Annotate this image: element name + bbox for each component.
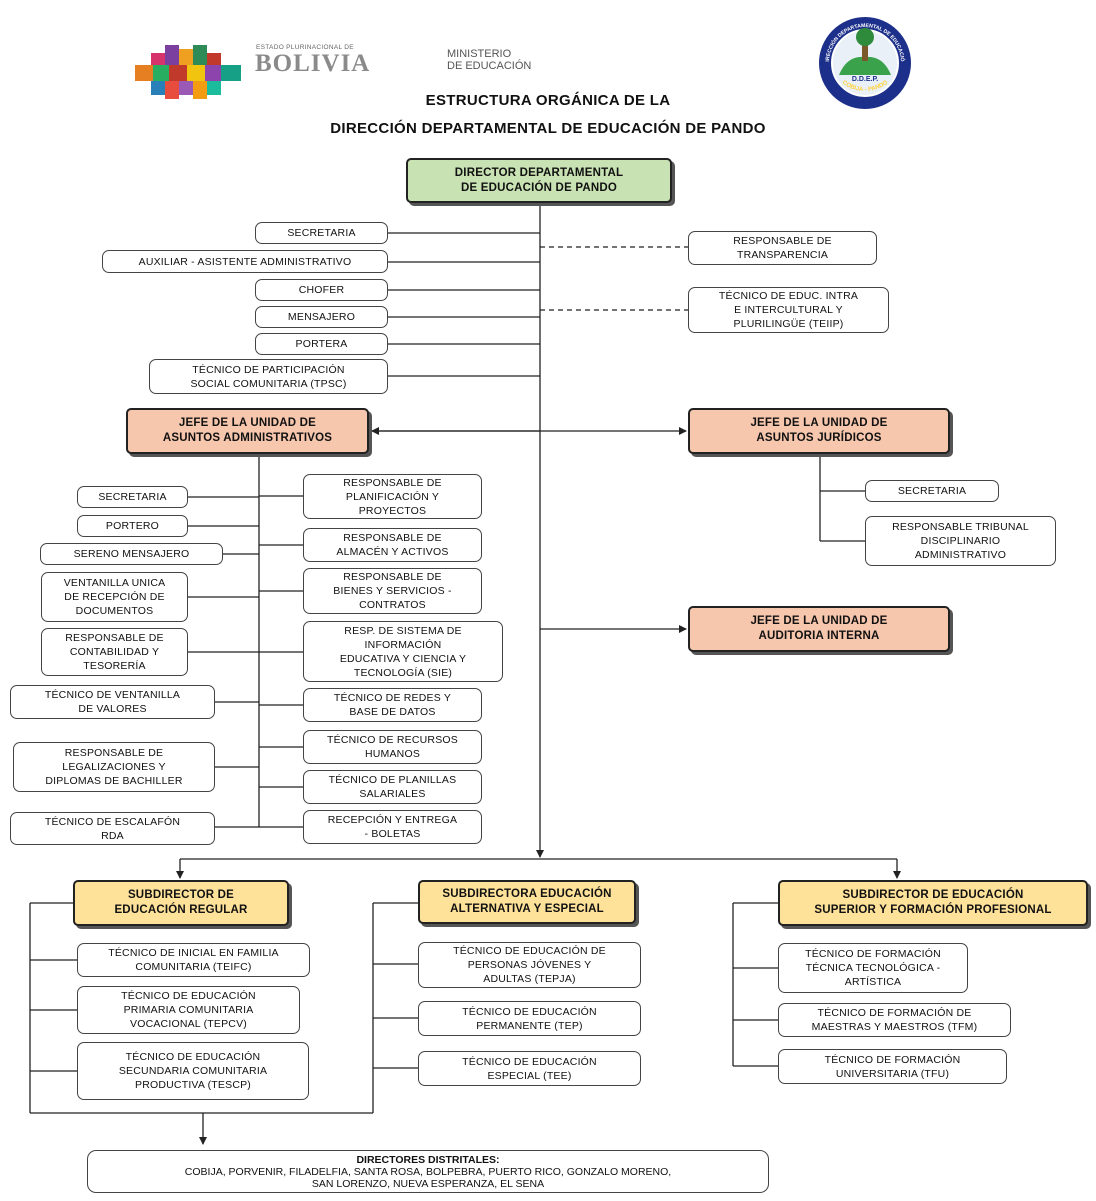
chart-title-line-1: ESTRUCTURA ORGÁNICA DE LA: [425, 92, 671, 109]
juridicos-tribunal: RESPONSABLE TRIBUNAL DISCIPLINARIO ADMIN…: [865, 516, 1056, 566]
superior-tfm: TÉCNICO DE FORMACIÓN DE MAESTRAS Y MAEST…: [778, 1003, 1011, 1037]
bolivia-logo-text: BOLIVIA: [255, 50, 371, 77]
seal-center-text: D.D.E.P.: [852, 76, 878, 83]
regular-tepcv: TÉCNICO DE EDUCACIÓN PRIMARIA COMUNITARI…: [77, 986, 300, 1034]
admin-bienes-servicios: RESPONSABLE DE BIENES Y SERVICIOS - CONT…: [303, 568, 482, 614]
admin-planificacion: RESPONSABLE DE PLANIFICACIÓN Y PROYECTOS: [303, 474, 482, 519]
alternativa-tepja: TÉCNICO DE EDUCACIÓN DE PERSONAS JÓVENES…: [418, 942, 641, 988]
chart-title-line-2: DIRECCIÓN DEPARTAMENTAL DE EDUCACIÓN DE …: [330, 120, 766, 137]
unit-auditoria-interna: JEFE DE LA UNIDAD DE AUDITORIA INTERNA: [688, 606, 950, 652]
subdirector-regular: SUBDIRECTOR DE EDUCACIÓN REGULAR: [73, 880, 289, 926]
bolivia-emblem-icon: [135, 45, 241, 99]
alternativa-tee: TÉCNICO DE EDUCACIÓN ESPECIAL (TEE): [418, 1051, 641, 1086]
admin-contabilidad: RESPONSABLE DE CONTABILIDAD Y TESORERÍA: [41, 628, 188, 676]
admin-escalafon: TÉCNICO DE ESCALAFÓN RDA: [10, 812, 215, 845]
ddep-seal-icon: D.D.E.P. DIRECCIÓN DEPARTAMENTAL DE EDUC…: [817, 15, 911, 109]
admin-sie: RESP. DE SISTEMA DE INFORMACIÓN EDUCATIV…: [303, 621, 503, 682]
staff-auxiliar: AUXILIAR - ASISTENTE ADMINISTRATIVO: [102, 250, 388, 273]
admin-recepcion-boletas: RECEPCIÓN Y ENTREGA - BOLETAS: [303, 810, 482, 844]
superior-tfu: TÉCNICO DE FORMACIÓN UNIVERSITARIA (TFU): [778, 1049, 1007, 1084]
regular-teifc: TÉCNICO DE INICIAL EN FAMILIA COMUNITARI…: [77, 943, 310, 977]
staff-tpsc: TÉCNICO DE PARTICIPACIÓN SOCIAL COMUNITA…: [149, 359, 388, 394]
distritales-line-2: SAN LORENZO, NUEVA ESPERANZA, EL SENA: [311, 1178, 545, 1190]
distritales-line-1: COBIJA, PORVENIR, FILADELFIA, SANTA ROSA…: [184, 1166, 672, 1178]
staff-mensajero: MENSAJERO: [255, 306, 388, 328]
subdirector-alternativa: SUBDIRECTORA EDUCACIÓN ALTERNATIVA Y ESP…: [418, 880, 636, 924]
superior-tecnica-tecnologica: TÉCNICO DE FORMACIÓN TÉCNICA TECNOLÓGICA…: [778, 943, 968, 993]
director-box: DIRECTOR DEPARTAMENTAL DE EDUCACIÓN DE P…: [406, 158, 672, 203]
directores-distritales-box: DIRECTORES DISTRITALES: COBIJA, PORVENIR…: [87, 1150, 769, 1193]
alternativa-tep: TÉCNICO DE EDUCACIÓN PERMANENTE (TEP): [418, 1001, 641, 1036]
staff-portera: PORTERA: [255, 333, 388, 355]
admin-portero: PORTERO: [77, 515, 188, 537]
juridicos-secretaria: SECRETARIA: [865, 480, 999, 502]
admin-sereno-mensajero: SERENO MENSAJERO: [40, 543, 223, 565]
admin-ventanilla-unica: VENTANILLA UNICA DE RECEPCIÓN DE DOCUMEN…: [41, 572, 188, 622]
admin-legalizaciones: RESPONSABLE DE LEGALIZACIONES Y DIPLOMAS…: [13, 742, 215, 792]
distritales-title: DIRECTORES DISTRITALES:: [356, 1154, 500, 1166]
admin-secretaria: SECRETARIA: [77, 486, 188, 508]
unit-asuntos-juridicos: JEFE DE LA UNIDAD DE ASUNTOS JURÍDICOS: [688, 408, 950, 454]
admin-recursos-humanos: TÉCNICO DE RECURSOS HUMANOS: [303, 730, 482, 764]
staff-secretaria: SECRETARIA: [255, 222, 388, 244]
bolivia-small-text: ESTADO PLURINACIONAL DE: [256, 44, 354, 51]
staff-transparencia: RESPONSABLE DE TRANSPARENCIA: [688, 231, 877, 265]
regular-tescp: TÉCNICO DE EDUCACIÓN SECUNDARIA COMUNITA…: [77, 1042, 309, 1100]
staff-teiip: TÉCNICO DE EDUC. INTRA E INTERCULTURAL Y…: [688, 287, 889, 333]
ministry-text: MINISTERIO DE EDUCACIÓN: [447, 48, 532, 72]
admin-ventanilla-valores: TÉCNICO DE VENTANILLA DE VALORES: [10, 685, 215, 719]
admin-planillas: TÉCNICO DE PLANILLAS SALARIALES: [303, 770, 482, 804]
admin-redes: TÉCNICO DE REDES Y BASE DE DATOS: [303, 688, 482, 722]
staff-chofer: CHOFER: [255, 279, 388, 301]
unit-asuntos-administrativos: JEFE DE LA UNIDAD DE ASUNTOS ADMINISTRAT…: [126, 408, 369, 454]
admin-almacen: RESPONSABLE DE ALMACÉN Y ACTIVOS: [303, 528, 482, 562]
subdirector-superior: SUBDIRECTOR DE EDUCACIÓN SUPERIOR Y FORM…: [778, 880, 1088, 926]
